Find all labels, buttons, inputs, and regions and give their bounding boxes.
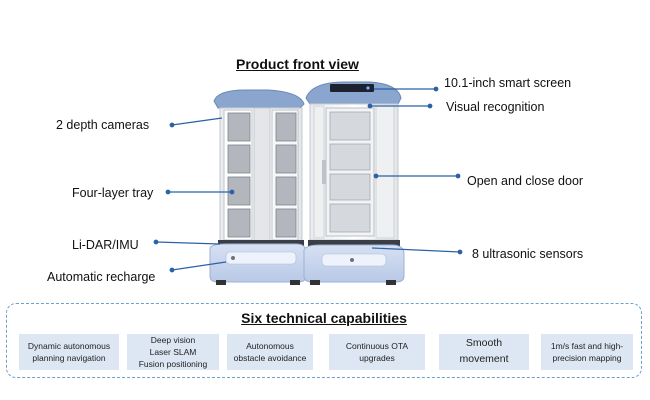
label-smart-screen: 10.1-inch smart screen (444, 76, 572, 90)
capability-card: Smooth movement (439, 334, 529, 370)
callout-lines (153, 86, 463, 273)
capabilities-panel: Six technical capabilities Dynamic auton… (6, 303, 642, 378)
capability-card: Dynamic autonomous planning navigation (19, 334, 119, 370)
capability-line: Smooth (465, 337, 503, 350)
robot-open-tray (209, 89, 307, 285)
capability-card: Autonomous obstacle avoidance (227, 334, 313, 370)
robot-closed-door (303, 81, 405, 285)
label-visual-recognition: Visual recognition (446, 100, 545, 114)
page-title: Product front view (236, 56, 359, 72)
capability-line: Fusion positioning (138, 359, 208, 370)
capability-line: movement (459, 353, 509, 365)
capability-card: 1m/s fast and high- precision mapping (541, 334, 633, 370)
label-ultrasonic-sensors: 8 ultrasonic sensors (472, 247, 584, 261)
capability-line: Autonomous (246, 340, 294, 351)
capability-line: precision mapping (552, 353, 622, 363)
capability-line: 1m/s fast and high- (550, 340, 624, 351)
capability-line: Dynamic autonomous (27, 340, 111, 351)
robot-illustration (153, 81, 463, 285)
capability-line: obstacle avoidance (233, 353, 307, 363)
label-automatic-recharge: Automatic recharge (47, 270, 156, 284)
capability-line: Continuous OTA (345, 340, 409, 351)
capabilities-title: Six technical capabilities (241, 310, 407, 326)
capability-line: planning navigation (32, 353, 106, 363)
capability-card: Continuous OTA upgrades (329, 334, 425, 370)
label-four-layer-tray: Four-layer tray (72, 186, 154, 200)
capability-card: Deep vision Laser SLAM Fusion positionin… (127, 334, 219, 370)
capability-line: Laser SLAM (149, 346, 197, 357)
label-lidar-imu: Li-DAR/IMU (72, 238, 139, 252)
capability-line: upgrades (359, 353, 395, 363)
label-depth-cameras: 2 depth cameras (56, 118, 150, 132)
capability-line: Deep vision (150, 334, 196, 345)
label-open-close-door: Open and close door (467, 174, 584, 188)
